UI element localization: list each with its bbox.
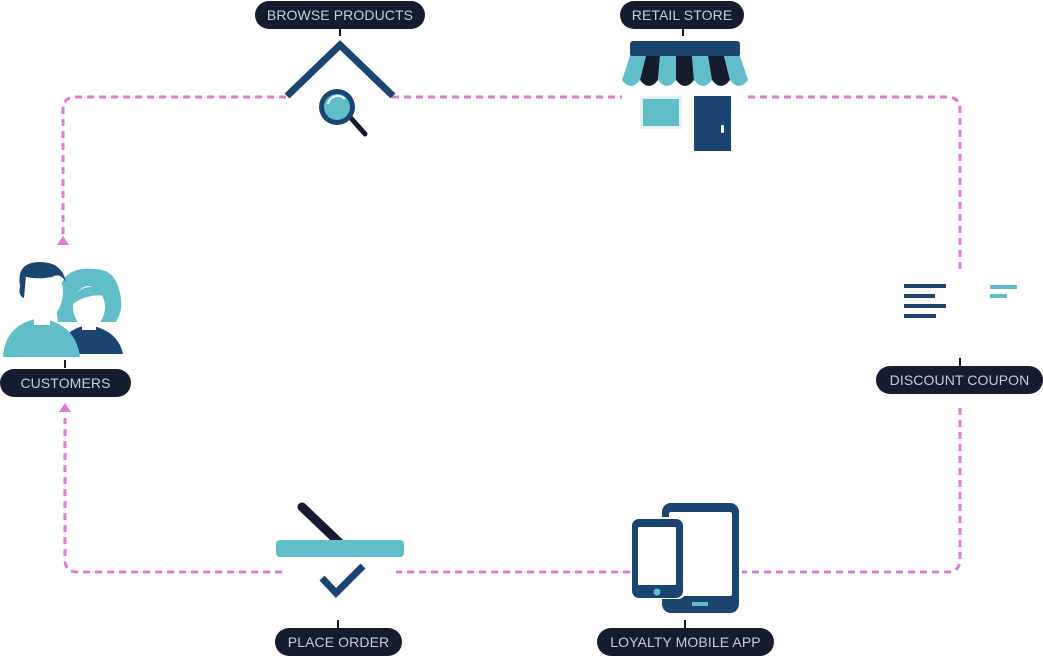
- label-place-order: PLACE ORDER: [275, 628, 402, 656]
- arrowhead-to-customers-top: [57, 236, 69, 245]
- connector-coupon-to-app: [742, 408, 962, 574]
- phone-tablet-icon: [630, 503, 739, 613]
- people-icon: [3, 262, 123, 357]
- checkmark-icon: [276, 502, 404, 599]
- label-customers: CUSTOMERS: [0, 369, 131, 397]
- label-loyalty-mobile-app: LOYALTY MOBILE APP: [597, 628, 774, 656]
- arrowhead-to-customers-bottom: [59, 403, 71, 412]
- house-magnifier-icon: [284, 40, 396, 137]
- storefront-icon: [622, 41, 748, 151]
- connector-store-to-coupon: [748, 95, 962, 272]
- coupon-lines-icon: [904, 284, 1017, 318]
- label-discount-coupon: DISCOUNT COUPON: [876, 366, 1043, 394]
- connector-customers-to-browse: [61, 95, 288, 234]
- flow-connectors: [61, 95, 962, 574]
- connector-order-to-customers: [63, 418, 282, 574]
- label-retail-store: RETAIL STORE: [620, 1, 744, 29]
- label-browse-products: BROWSE PRODUCTS: [255, 1, 425, 29]
- label-stems: [64, 28, 961, 628]
